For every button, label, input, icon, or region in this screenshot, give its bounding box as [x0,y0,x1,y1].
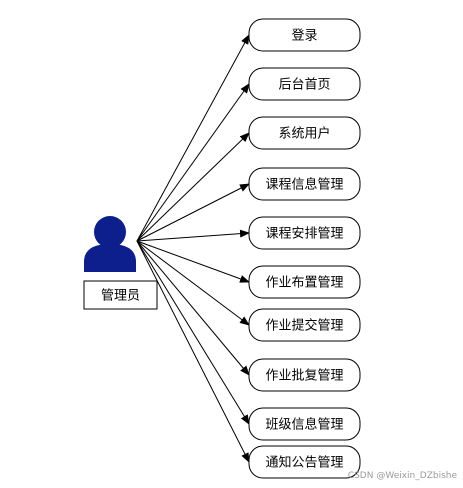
user-icon [84,216,136,272]
association-line-course-schedule-mgmt [136,229,250,242]
use-case-box-course-info-mgmt [248,167,361,201]
actor-admin: 管理员 [83,216,158,310]
use-case-box-admin-home [248,67,361,101]
use-case-box-assignment-submit-mgmt [248,308,361,342]
association-line-notice-mgmt [136,240,250,463]
use-case-class-info-mgmt: 班级信息管理 [248,407,361,441]
use-case-box-notice-mgmt [248,445,361,479]
association-line-course-info-mgmt [136,183,250,242]
use-case-assignment-submit-mgmt: 作业提交管理 [248,308,361,342]
use-case-box-class-info-mgmt [248,407,361,441]
association-lines [136,34,250,463]
association-line-system-users [136,132,250,242]
actor-label-box [83,280,158,310]
use-case-course-schedule-mgmt: 课程安排管理 [248,216,361,250]
association-line-class-info-mgmt [136,240,250,425]
use-case-label-admin-home: 后台首页 [278,78,330,93]
use-case-label-notice-mgmt: 通知公告管理 [265,455,343,471]
association-line-login [136,34,250,242]
use-case-label-assignment-publish-mgmt: 作业布置管理 [265,276,343,291]
association-line-admin-home [136,83,250,242]
use-case-label-course-schedule-mgmt: 课程安排管理 [265,227,343,242]
use-case-course-info-mgmt: 课程信息管理 [248,167,361,201]
use-case-assignment-grading-mgmt: 作业批复管理 [248,358,361,392]
use-case-label-system-users: 系统用户 [278,126,330,142]
actor-label: 管理员 [101,289,140,304]
use-case-box-system-users [248,116,361,150]
use-case-notice-mgmt: 通知公告管理 [248,445,361,479]
association-line-assignment-submit-mgmt [136,240,250,326]
use-case-admin-home: 后台首页 [248,67,361,101]
use-case-box-course-schedule-mgmt [248,216,361,250]
use-case-assignment-publish-mgmt: 作业布置管理 [248,265,361,299]
association-line-assignment-grading-mgmt [136,240,250,376]
watermark: CSDN @Weixin_DZbishe [347,471,457,481]
use-case-box-assignment-grading-mgmt [248,358,361,392]
use-case-label-login: 登录 [291,29,317,44]
use-case-nodes: 登录后台首页系统用户课程信息管理课程安排管理作业布置管理作业提交管理作业批复管理… [248,18,361,479]
use-case-label-class-info-mgmt: 班级信息管理 [265,417,343,433]
use-case-label-assignment-submit-mgmt: 作业提交管理 [265,318,343,334]
use-case-system-users: 系统用户 [248,116,361,150]
use-case-box-assignment-publish-mgmt [248,265,361,299]
use-case-login: 登录 [248,18,361,52]
use-case-box-login [248,18,361,52]
association-line-assignment-publish-mgmt [136,240,250,283]
use-case-label-assignment-grading-mgmt: 作业批复管理 [265,369,343,384]
use-case-label-course-info-mgmt: 课程信息管理 [265,177,343,193]
